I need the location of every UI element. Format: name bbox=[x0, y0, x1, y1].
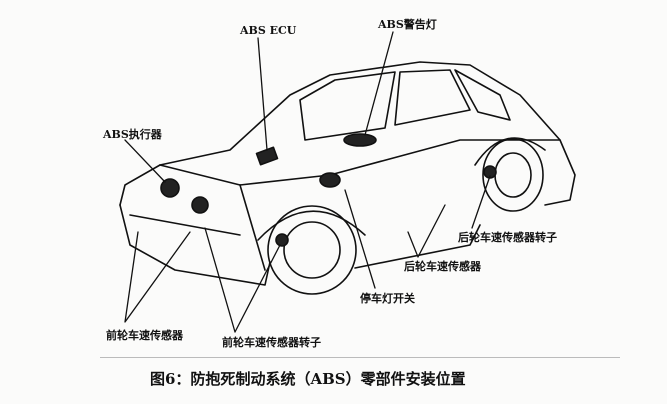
car-body bbox=[119, 61, 576, 286]
components bbox=[160, 133, 497, 247]
label-abs-ecu: ABS ECU bbox=[240, 24, 297, 37]
label-front-sensor-rotor: 前轮车速传感器转子 bbox=[222, 336, 321, 349]
leader-lines bbox=[124, 31, 491, 333]
windows bbox=[299, 69, 511, 141]
label-front-sensor: 前轮车速传感器 bbox=[106, 329, 183, 342]
front-wheel bbox=[257, 205, 366, 295]
label-abs-actuator: ABS执行器 bbox=[103, 128, 162, 141]
label-rear-sensor-rotor: 后轮车速传感器转子 bbox=[458, 231, 557, 244]
figure-caption: 图6：防抱死制动系统（ABS）零部件安装位置 bbox=[150, 370, 466, 388]
label-abs-warning-lamp: ABS警告灯 bbox=[378, 18, 437, 31]
label-rear-sensor: 后轮车速传感器 bbox=[404, 260, 481, 273]
divider bbox=[100, 357, 620, 358]
rear-wheel bbox=[474, 137, 546, 212]
label-stop-lamp-switch: 停车灯开关 bbox=[360, 292, 415, 305]
